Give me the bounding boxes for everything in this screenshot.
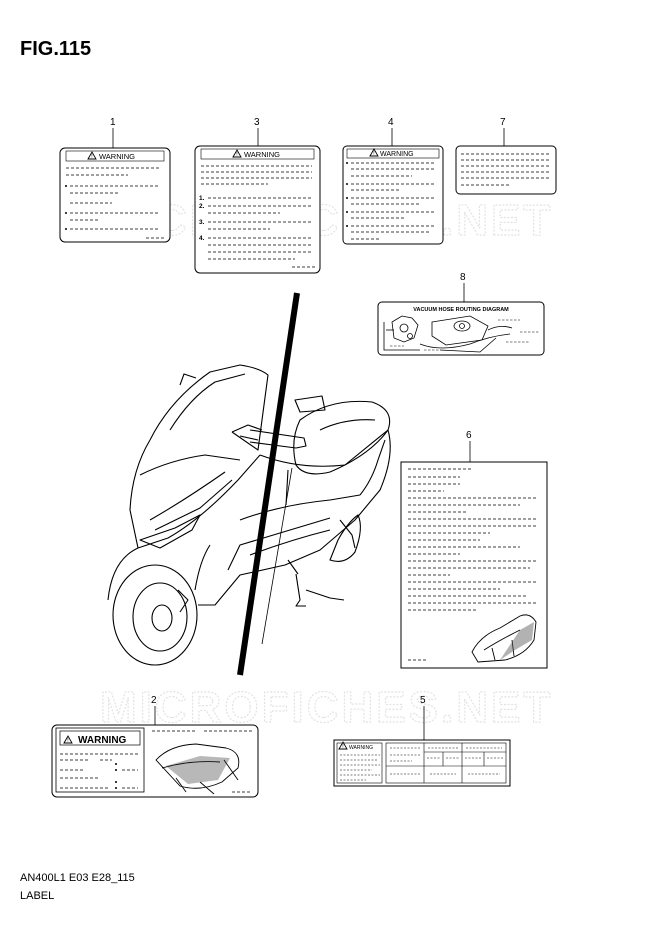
svg-text:1.: 1. [199, 195, 205, 202]
divider-stroke [237, 292, 300, 676]
callout-3: 3 [254, 117, 260, 128]
warning-heading-3: WARNING [244, 150, 280, 159]
callout-2: 2 [151, 695, 157, 706]
label-8: 8 VACUUM HOSE ROUTING DIAGRAM [377, 272, 545, 356]
footer-code: AN400L1 E03 E28_115 [20, 872, 135, 884]
label-6: 6 [400, 430, 548, 669]
warning-heading-4: WARNING [380, 151, 414, 158]
vacuum-diagram-title: VACUUM HOSE ROUTING DIAGRAM [413, 307, 509, 313]
leader-line [261, 467, 293, 645]
callout-5: 5 [420, 695, 426, 706]
warning-heading-2: WARNING [78, 735, 127, 746]
warning-heading-5: WARNING [349, 745, 373, 751]
svg-text:MICROFICHES.NET: MICROFICHES.NET [100, 196, 553, 245]
label-5: 5 WARNING [333, 695, 511, 787]
callout-8: 8 [460, 272, 466, 283]
label-4: 4 WARNING [342, 117, 444, 245]
callout-7: 7 [500, 117, 506, 128]
svg-text:2.: 2. [199, 203, 205, 210]
callout-1: 1 [110, 117, 116, 128]
callout-4: 4 [388, 117, 394, 128]
label-1: 1 WARNING [59, 117, 171, 243]
label-2: 2 WARNING [51, 695, 259, 798]
svg-text:MICROFICHES.NET: MICROFICHES.NET [100, 683, 553, 732]
warning-heading-1: WARNING [99, 152, 135, 161]
svg-text:4.: 4. [199, 235, 205, 242]
watermark-top: MICROFICHES.NET [99, 195, 553, 245]
callout-6: 6 [466, 430, 472, 441]
figure-title: FIG.115 [20, 38, 92, 60]
footer-name: LABEL [20, 890, 55, 902]
svg-text:3.: 3. [199, 219, 205, 226]
label-7: 7 [455, 117, 557, 195]
label-3: 3 WARNING 1. 2. 3. 4. [194, 117, 321, 274]
watermark-bottom: MICROFICHES.NET [99, 682, 553, 732]
